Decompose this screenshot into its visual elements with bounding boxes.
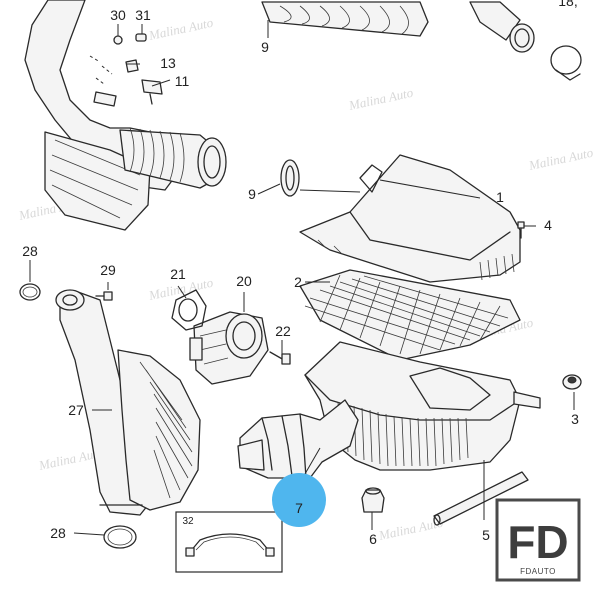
intake-duct-27 — [55, 289, 201, 516]
housing-lid-1 — [299, 154, 521, 283]
callout-27: 27 — [68, 402, 84, 418]
callout-22: 22 — [275, 323, 291, 339]
o-ring-28-top — [19, 283, 41, 301]
plug-6 — [361, 487, 385, 513]
callout-18: 18, — [558, 0, 577, 9]
callout-20: 20 — [236, 273, 252, 289]
callout-4: 4 — [544, 217, 552, 233]
callout-9: 9 — [261, 39, 269, 55]
callout-28-top: 28 — [22, 243, 38, 259]
watermark: Malina Auto — [147, 15, 215, 44]
callout-29: 29 — [100, 262, 116, 278]
logo-mark: FD — [507, 516, 568, 568]
small-fittings — [89, 33, 163, 107]
o-ring-28-bottom — [103, 525, 137, 549]
logo-caption: FDAUTO — [520, 567, 556, 576]
callout-6: 6 — [369, 531, 377, 547]
callout-9-clamp: 9 — [248, 186, 256, 202]
bolt-22 — [269, 351, 291, 365]
adapter-7 — [237, 399, 359, 479]
tube-5 — [433, 471, 529, 526]
highlight-marker — [272, 473, 326, 527]
callout-30: 30 — [110, 7, 126, 23]
callout-32: 32 — [182, 516, 194, 527]
callout-1: 1 — [496, 189, 504, 205]
callout-13: 13 — [160, 55, 176, 71]
throttle-body-20 — [189, 311, 269, 385]
gasket-21 — [171, 289, 207, 331]
intake-duct-upper — [24, 0, 227, 231]
callout-3: 3 — [571, 411, 579, 427]
callout-labels: 9 30 31 13 11 18, 9 1 4 2 3 5 6 28 29 21… — [22, 0, 579, 547]
coupling-18 — [469, 1, 582, 81]
callout-2: 2 — [294, 274, 302, 290]
inset-panel-32 — [175, 511, 283, 573]
hose-9-top — [261, 1, 429, 37]
callout-21: 21 — [170, 266, 186, 282]
watermark: Malina Auto — [527, 145, 595, 174]
housing-lower — [304, 341, 541, 471]
callout-7-highlighted: 7 — [295, 500, 303, 516]
watermark: Malina Auto — [347, 85, 415, 114]
grommet-3 — [562, 374, 582, 390]
filter-element-2 — [299, 269, 521, 361]
callout-11: 11 — [175, 73, 190, 89]
callout-31: 31 — [135, 7, 151, 23]
callout-5: 5 — [482, 527, 490, 543]
clamp-9 — [280, 159, 300, 197]
bolt-29 — [95, 291, 113, 301]
fdauto-logo: FD FDAUTO — [495, 498, 581, 582]
callout-28-bottom: 28 — [50, 525, 66, 541]
leader-lines — [29, 20, 575, 536]
screw-4 — [517, 221, 525, 239]
